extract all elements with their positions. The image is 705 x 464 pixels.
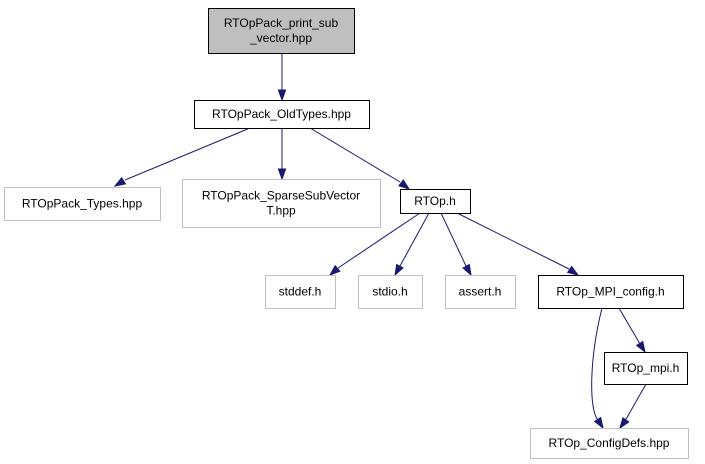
node-stdio: stdio.h	[358, 275, 423, 309]
node-label: RTOp_MPI_config.h	[556, 285, 664, 299]
node-label: RTOp_ConfigDefs.hpp	[549, 436, 670, 450]
arrowhead-icon	[277, 89, 287, 102]
node-label: RTOpPack_Types.hpp	[22, 197, 143, 211]
edge-rtop_h-to-assert	[440, 212, 472, 277]
node-box	[445, 275, 516, 309]
node-box	[530, 428, 689, 459]
edge-print_sub_vector-to-oldtypes	[277, 53, 287, 102]
arrowhead-icon	[593, 416, 604, 430]
node-label: stddef.h	[279, 285, 322, 299]
edge-line	[456, 212, 570, 270]
arrowhead-icon	[619, 416, 630, 430]
node-box	[538, 275, 684, 309]
node-assert: assert.h	[445, 275, 516, 309]
edge-rtop_h-to-stdio	[394, 212, 430, 277]
arrowhead-icon	[394, 263, 404, 277]
arrowhead-icon	[398, 179, 411, 190]
node-box	[358, 275, 423, 309]
node-label: RTOp.h	[414, 194, 456, 208]
node-box	[208, 8, 355, 54]
edge-rtop_h-to-stddef	[328, 212, 421, 276]
edge-line	[124, 127, 251, 181]
edge-line	[624, 383, 647, 422]
edge-line	[337, 212, 421, 269]
node-label: RTOpPack_print_sub	[224, 16, 339, 30]
edge-line	[440, 212, 467, 267]
edge-mpi-to-configdefs	[619, 383, 647, 430]
node-label: assert.h	[459, 285, 502, 299]
node-configdefs: RTOp_ConfigDefs.hpp	[530, 428, 689, 459]
node-box	[604, 352, 688, 385]
edge-mpi_config-to-configdefs	[591, 307, 604, 430]
node-stddef: stddef.h	[265, 275, 336, 309]
edge-line	[618, 307, 641, 345]
arrowhead-icon	[277, 168, 287, 181]
arrowhead-icon	[566, 265, 580, 276]
edge-line	[309, 127, 401, 183]
node-label: RTOp_mpi.h	[612, 361, 680, 375]
edges-layer	[113, 53, 647, 430]
node-label: stdio.h	[372, 285, 407, 299]
edge-rtop_h-to-mpi_config	[456, 212, 580, 276]
edge-line	[399, 212, 430, 267]
node-oldtypes[interactable]: RTOpPack_OldTypes.hpp	[194, 100, 370, 129]
node-rtop_h[interactable]: RTOp.h	[400, 189, 471, 214]
node-types: RTOpPack_Types.hpp	[4, 187, 161, 221]
arrowhead-icon	[328, 264, 341, 276]
node-print_sub_vector: RTOpPack_print_sub_vector.hpp	[208, 8, 355, 54]
node-label: _vector.hpp	[249, 31, 312, 45]
edge-oldtypes-to-types	[113, 127, 251, 187]
node-label: T.hpp	[266, 204, 296, 218]
arrowhead-icon	[462, 263, 472, 277]
node-box	[182, 179, 381, 228]
edge-oldtypes-to-rtop_h	[309, 127, 411, 190]
node-box	[265, 275, 336, 309]
edge-oldtypes-to-sparse	[277, 128, 287, 181]
edge-line	[591, 307, 603, 421]
node-label: RTOpPack_SparseSubVector	[202, 189, 360, 203]
arrowhead-icon	[113, 176, 127, 187]
node-mpi[interactable]: RTOp_mpi.h	[604, 352, 688, 385]
arrowhead-icon	[635, 340, 646, 354]
node-box	[194, 100, 370, 129]
node-mpi_config[interactable]: RTOp_MPI_config.h	[538, 275, 684, 309]
node-box	[4, 187, 161, 221]
nodes-layer: RTOpPack_print_sub_vector.hppRTOpPack_Ol…	[4, 8, 689, 459]
edge-mpi_config-to-mpi	[618, 307, 646, 354]
node-label: RTOpPack_OldTypes.hpp	[212, 107, 351, 121]
node-box	[400, 189, 471, 214]
